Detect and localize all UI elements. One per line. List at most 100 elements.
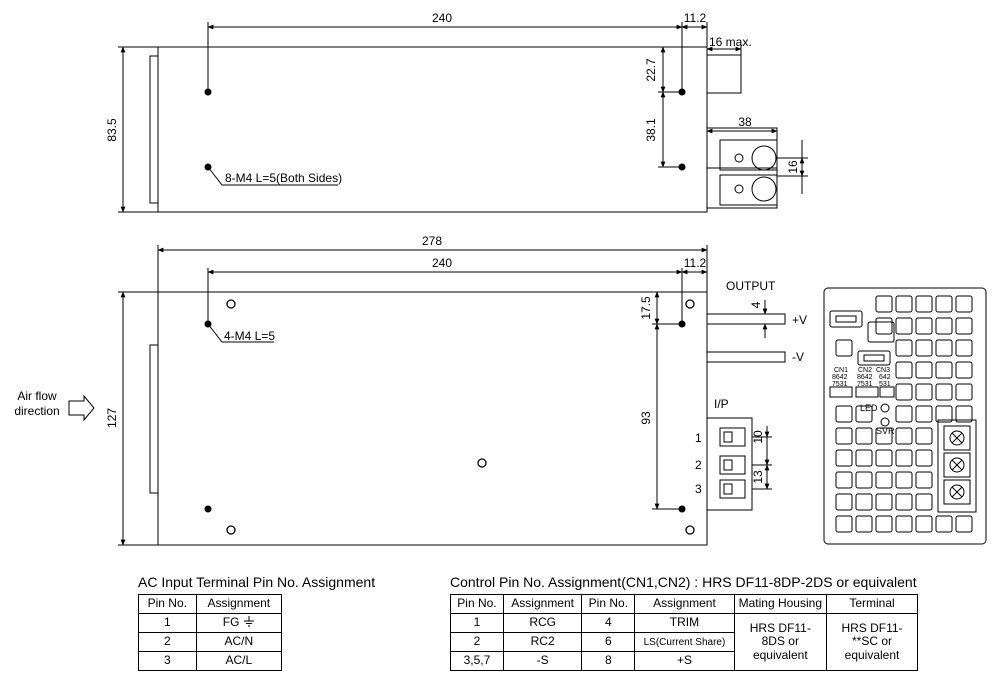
dim-38-1: 38.1 bbox=[644, 118, 658, 142]
vent-hole bbox=[915, 317, 933, 335]
vent-hole bbox=[867, 321, 895, 343]
svr-label: SVR bbox=[876, 426, 895, 436]
terminal-screw-icon bbox=[949, 484, 965, 500]
top-view-labels: 240 11.2 16 max. 83.5 22.7 38.1 38 16 8-… bbox=[105, 11, 800, 185]
vent-hole bbox=[875, 295, 893, 313]
vent-hole bbox=[835, 449, 853, 467]
cn3-top-pins: 642 bbox=[879, 374, 891, 381]
terminal-washer-icon bbox=[751, 145, 777, 171]
vent-hole bbox=[955, 405, 973, 423]
panel-outline bbox=[823, 287, 987, 545]
table-cell: 4 bbox=[581, 613, 636, 633]
output-bar-minus bbox=[706, 351, 786, 363]
vent-hole bbox=[935, 339, 953, 357]
table-cell: +S bbox=[634, 651, 735, 671]
vent-hole bbox=[915, 295, 933, 313]
airflow-label-1: Air flow bbox=[17, 389, 57, 403]
cn1-top-pins: 8642 bbox=[832, 374, 848, 381]
vent-hole bbox=[835, 471, 853, 489]
vent-hole bbox=[955, 383, 973, 401]
ctrl-header-pin-2: Pin No. bbox=[581, 594, 636, 614]
cn1-connector bbox=[829, 386, 853, 398]
airflow-label-2: direction bbox=[14, 404, 59, 418]
vent-hole bbox=[835, 405, 853, 423]
table-row: 1 FG bbox=[138, 613, 283, 633]
vent-hole bbox=[835, 515, 853, 533]
dim-4: 4 bbox=[749, 301, 763, 308]
front-view-end-cap bbox=[149, 344, 159, 494]
vent-hole bbox=[855, 515, 873, 533]
ctrl-header-assignment-2: Assignment bbox=[634, 594, 735, 614]
vent-hole bbox=[935, 361, 953, 379]
mechanical-drawing: 240 11.2 16 max. 83.5 22.7 38.1 38 16 8-… bbox=[14, 11, 987, 546]
output-minus-label: -V bbox=[792, 350, 804, 364]
fg-label: FG bbox=[222, 615, 240, 630]
vent-hole bbox=[895, 361, 913, 379]
vent-hole bbox=[955, 317, 973, 335]
dim-127: 127 bbox=[105, 408, 119, 428]
table-cell: AC/N bbox=[195, 632, 283, 652]
table-cell: TRIM bbox=[634, 613, 735, 633]
dim-83-5: 83.5 bbox=[105, 118, 119, 142]
vent-hole bbox=[895, 515, 913, 533]
table-cell: LS(Current Share) bbox=[634, 632, 735, 652]
cn2-bottom-pins: 7531 bbox=[857, 381, 873, 388]
vent-hole bbox=[935, 405, 953, 423]
ip-pin-1: 1 bbox=[695, 431, 702, 445]
cn2-label: CN2 bbox=[858, 367, 872, 374]
table-cell: RCG bbox=[502, 613, 583, 633]
dim-16-max: 16 max. bbox=[709, 35, 752, 49]
top-view bbox=[118, 22, 808, 213]
panel-labels: CN1 CN2 CN3 8642 7531 8642 7531 642 531 … bbox=[832, 367, 895, 436]
ip-pin-3: 3 bbox=[695, 482, 702, 496]
terminal-washer-icon bbox=[751, 176, 777, 202]
vent-hole bbox=[915, 493, 933, 511]
vent-hole bbox=[855, 405, 873, 423]
table-row: 1 RCG 4 TRIM HRS DF11-8DS or equivalent … bbox=[450, 613, 918, 671]
vent-hole bbox=[935, 515, 953, 533]
vent-hole bbox=[875, 471, 893, 489]
table-cell: 3 bbox=[138, 651, 197, 671]
vent-hole bbox=[895, 383, 913, 401]
table-row: 3,5,7 -S 8 +S bbox=[450, 651, 918, 671]
vent-hole bbox=[835, 493, 853, 511]
vent-hole bbox=[875, 317, 893, 335]
table-row: 2 AC/N bbox=[138, 632, 283, 652]
vent-hole bbox=[915, 339, 933, 357]
ac-terminal-block bbox=[937, 419, 977, 513]
vent-hole bbox=[835, 339, 853, 357]
dim-11-2-front: 11.2 bbox=[684, 256, 707, 270]
vent-hole bbox=[895, 339, 913, 357]
vent-hole bbox=[955, 339, 973, 357]
vent-hole bbox=[915, 471, 933, 489]
vent-hole bbox=[875, 449, 893, 467]
table-cell: 8 bbox=[581, 651, 636, 671]
table-cell: 2 bbox=[450, 632, 504, 652]
terminal-cell: HRS DF11-**SC or equivalent bbox=[826, 613, 918, 671]
dim-93: 93 bbox=[639, 411, 653, 425]
vent-hole bbox=[935, 383, 953, 401]
cn3-connector bbox=[879, 386, 895, 398]
vent-hole bbox=[895, 405, 913, 423]
terminal-screw-icon bbox=[734, 153, 744, 163]
hole-note-front: 4-M4 L=5 bbox=[224, 329, 275, 343]
dim-278: 278 bbox=[422, 234, 442, 248]
table-cell: 6 bbox=[581, 632, 636, 652]
vent-hole bbox=[915, 449, 933, 467]
ctrl-header-mating-housing: Mating Housing bbox=[733, 594, 828, 614]
table-cell: 1 bbox=[138, 613, 197, 633]
top-view-end-cap bbox=[149, 55, 159, 204]
dim-240-front: 240 bbox=[432, 256, 452, 270]
vent-hole bbox=[855, 427, 873, 445]
output-plus-label: +V bbox=[792, 313, 807, 327]
screw-icon bbox=[685, 299, 695, 309]
vent-hole bbox=[855, 449, 873, 467]
vent-hole bbox=[835, 427, 853, 445]
ip-terminal-block bbox=[706, 417, 753, 511]
output-bar-plus bbox=[706, 313, 786, 325]
vent-hole bbox=[915, 383, 933, 401]
vent-hole bbox=[935, 317, 953, 335]
dim-11-2: 11.2 bbox=[684, 11, 707, 25]
dim-16: 16 bbox=[786, 160, 800, 174]
screw-icon bbox=[685, 525, 695, 535]
